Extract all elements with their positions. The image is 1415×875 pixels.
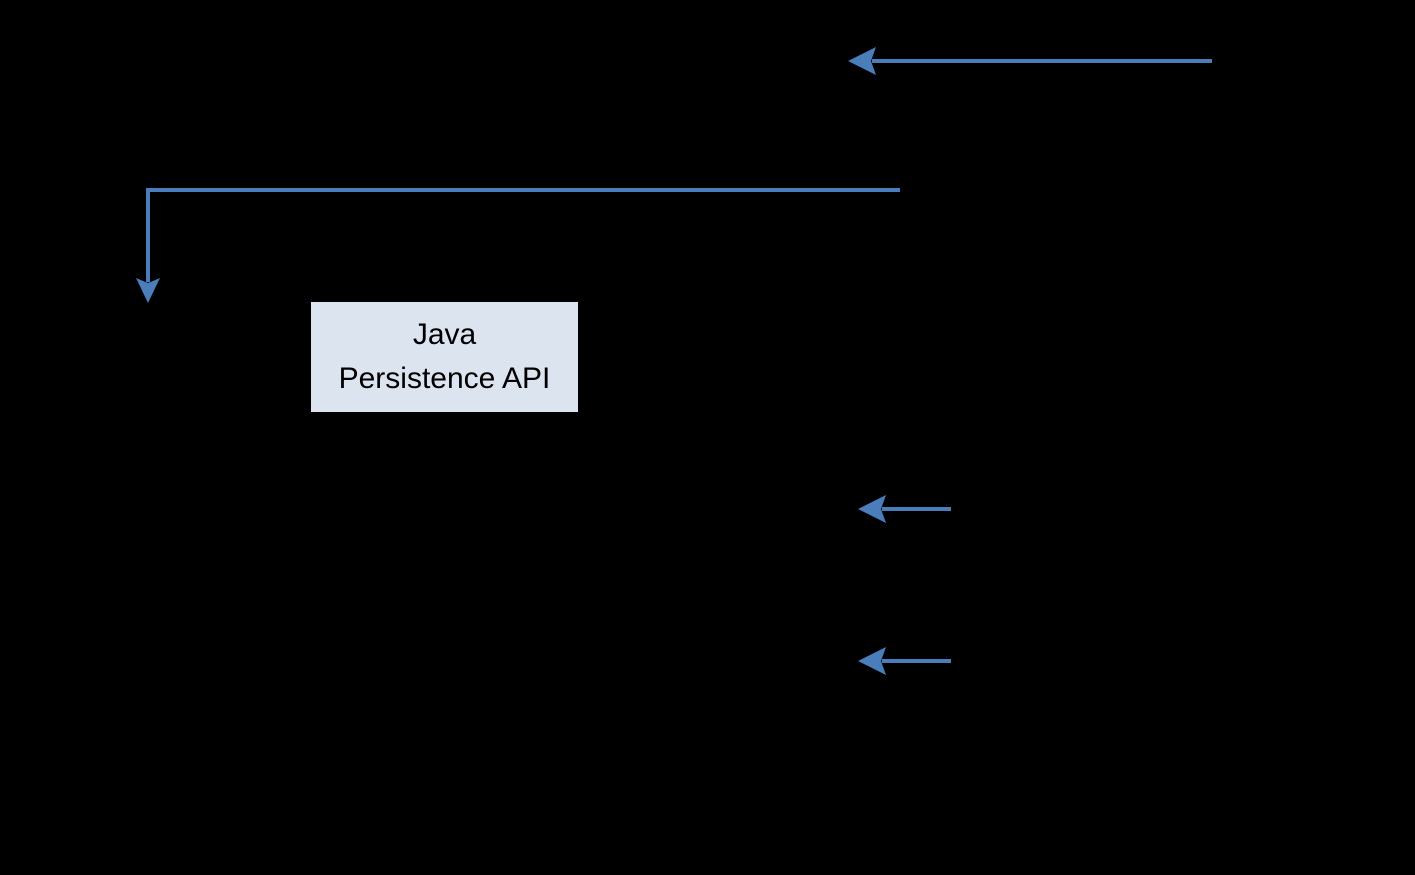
bottom-arrow-head-icon [858,647,886,675]
middle-arrow-head-icon [858,495,886,523]
top-arrow [848,47,1212,75]
middle-arrow [858,495,951,523]
node-java-persistence-api[interactable]: Java Persistence API [311,302,578,412]
elbow-connector-shaft [146,188,900,282]
elbow-connector-head-icon [136,278,160,303]
node-label-line-1: Java [412,317,477,351]
elbow-connector-to-jpa [136,188,900,303]
top-arrow-head-icon [848,47,876,75]
bottom-arrow [858,647,951,675]
node-label-line-2: Persistence API [338,362,551,395]
